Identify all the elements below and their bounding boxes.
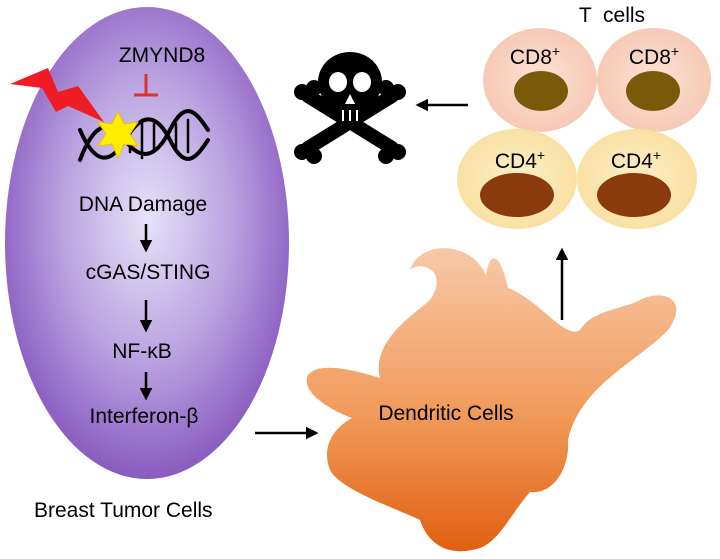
inhibitor-label: ZMYND8 xyxy=(119,44,205,67)
pathway-step-dna-damage: DNA Damage xyxy=(79,193,207,216)
pathway-step-interferon: Interferon-β xyxy=(90,405,199,428)
damage-star-icon xyxy=(96,110,140,160)
tcell-cd4: CD4+ xyxy=(457,129,577,229)
tcell-label-sup: + xyxy=(552,43,560,59)
tcell-label: CD8 xyxy=(629,46,671,69)
tcell-cd8: CD8+ xyxy=(597,28,711,132)
lightning-icon xyxy=(10,68,104,122)
svg-text:CD4+: CD4+ xyxy=(495,147,545,173)
tcell-label: CD4 xyxy=(495,150,537,173)
svg-text:CD8+: CD8+ xyxy=(510,43,560,69)
tumor-cell-label: Breast Tumor Cells xyxy=(34,499,213,522)
tcells-title: T cells xyxy=(579,4,645,27)
tcell-label: CD8 xyxy=(510,46,552,69)
tcell-cd4: CD4+ xyxy=(577,129,697,229)
skull-crossbones-icon xyxy=(294,52,406,164)
svg-text:CD4+: CD4+ xyxy=(611,147,661,173)
inhibition-bar xyxy=(134,74,158,97)
tcell-label-sup: + xyxy=(671,43,679,59)
dendritic-cell-label: Dendritic Cells xyxy=(378,402,513,425)
svg-text:CD8+: CD8+ xyxy=(629,43,679,69)
pathway-step-nfkb: NF-κB xyxy=(112,340,172,363)
dna-helix-icon xyxy=(78,109,210,162)
dendritic-cell xyxy=(306,248,677,552)
pathway-step-cgas-sting: cGAS/STING xyxy=(86,261,211,284)
tcell-cd8: CD8+ xyxy=(483,28,597,132)
tcell-label: CD4 xyxy=(611,150,653,173)
tcell-label-sup: + xyxy=(537,147,545,163)
tcell-label-sup: + xyxy=(653,147,661,163)
